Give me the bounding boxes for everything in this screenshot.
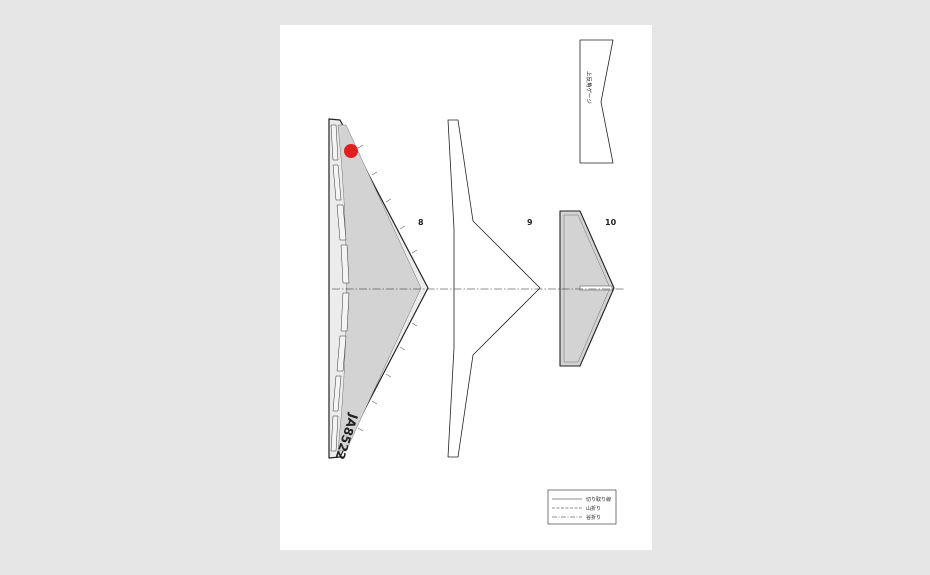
mountain-fold-label: 山折り <box>586 505 601 512</box>
dihedral-gauge: 上反角ゲージ <box>579 39 614 164</box>
part-number-10: 10 <box>605 218 617 227</box>
wing-base-part-9 <box>447 119 541 458</box>
hinomaru-emblem <box>344 144 358 158</box>
main-wing-panel <box>337 124 422 452</box>
tailplane-center-strip <box>579 285 613 291</box>
legend-box <box>547 489 617 525</box>
template-drawing: JA8522 8 9 10 上反角ゲージ 切り取り線 山折り 谷折り <box>328 39 624 525</box>
line-legend: 切り取り線 山折り 谷折り <box>547 489 617 525</box>
tailplane-inner <box>563 214 611 363</box>
leading-edge-slats <box>357 144 418 432</box>
dihedral-gauge-label: 上反角ゲージ <box>585 71 593 104</box>
cut-line-label: 切り取り線 <box>586 496 611 503</box>
main-wing-part-8: JA8522 <box>328 118 429 461</box>
part-number-8: 8 <box>418 218 424 227</box>
template-sheet: JA8522 8 9 10 上反角ゲージ 切り取り線 山折り 谷折り <box>280 25 652 550</box>
trailing-edge-flaps <box>330 124 350 452</box>
part-number-9: 9 <box>527 218 533 227</box>
valley-fold-label: 谷折り <box>586 514 601 521</box>
dihedral-gauge-outline <box>579 39 614 164</box>
tailplane-part-10 <box>559 210 615 367</box>
